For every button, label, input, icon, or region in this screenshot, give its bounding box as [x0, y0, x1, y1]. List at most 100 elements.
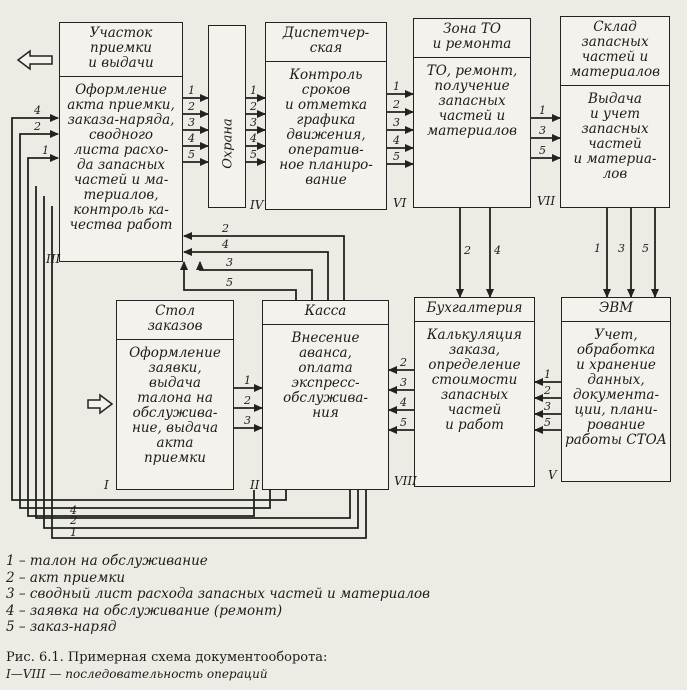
- dispatch-body: Контроль сроков и отметка графика движен…: [279, 67, 373, 188]
- num-bottom-1: 1: [70, 526, 77, 539]
- caption-title: Рис. 6.1. Примерная схема документооборо…: [6, 650, 328, 665]
- arrow-loop-2: [19, 130, 271, 509]
- num-rec-sec-4: 4: [188, 132, 195, 145]
- num-cash-rec-3: 3: [226, 256, 233, 269]
- legend-item-1: 1 – талон на обслуживание: [6, 553, 208, 569]
- num-disp-zone-4: 4: [393, 134, 400, 147]
- box-zone: Зона ТО и ремонта ТО, ремонт, получение …: [413, 18, 531, 208]
- num-disp-zone-2: 2: [393, 98, 400, 111]
- caption-subtitle: I—VIII — последовательность операций: [6, 667, 268, 681]
- num-comp-acc-1: 1: [544, 368, 551, 381]
- computer-body: Учет, обработка и хранение данных, докум…: [565, 327, 667, 448]
- num-acc-cash-4: 4: [400, 396, 407, 409]
- incoming-arrow-icon: [87, 393, 114, 415]
- num-wh-comp-1: 1: [594, 242, 601, 255]
- orders-title: Стол заказов: [117, 301, 233, 340]
- accounting-body: Калькуляция заказа, определение стоимост…: [427, 327, 522, 433]
- security-label: Охрана: [220, 118, 236, 169]
- num-sec-disp-3: 3: [250, 116, 257, 129]
- num-zone-wh-1: 1: [539, 104, 546, 117]
- num-comp-acc-3: 3: [544, 400, 551, 413]
- legend-item-3: 3 – сводный лист расхода запасных частей…: [6, 586, 431, 602]
- box-reception: Участок приемки и выдачи Оформление акта…: [59, 22, 183, 262]
- num-acc-cash-2: 2: [400, 356, 407, 369]
- num-sec-disp-1: 1: [250, 84, 257, 97]
- arrow-loop-1: [27, 154, 255, 517]
- step-orders: I: [104, 478, 109, 492]
- num-zone-wh-3: 3: [539, 124, 546, 137]
- figure-caption: Рис. 6.1. Примерная схема документооборо…: [6, 650, 327, 682]
- accounting-title: Бухгалтерия: [415, 298, 534, 322]
- box-warehouse: Склад запасных частей и материалов Выдач…: [560, 16, 670, 208]
- legend: 1 – талон на обслуживание 2 – акт приемк…: [6, 553, 430, 636]
- zone-body: ТО, ремонт, получение запасных частей и …: [426, 63, 518, 139]
- num-sec-disp-5: 5: [250, 148, 257, 161]
- num-bottom-2: 2: [70, 514, 77, 527]
- num-rec-sec-1: 1: [188, 84, 195, 97]
- num-wh-comp-5: 5: [642, 242, 649, 255]
- num-ord-cash-3: 3: [244, 414, 251, 427]
- num-zone-acc-4: 4: [494, 244, 501, 257]
- arrow-cash-rec-5: [180, 261, 297, 300]
- step-computer: V: [548, 468, 557, 482]
- num-loop-2: 2: [34, 120, 41, 133]
- legend-item-2: 2 – акт приемки: [6, 569, 126, 586]
- num-ord-cash-1: 1: [244, 374, 251, 387]
- num-zone-wh-5: 5: [539, 144, 546, 157]
- num-comp-acc-2: 2: [544, 384, 551, 397]
- num-disp-zone-5: 5: [393, 150, 400, 163]
- num-rec-sec-5: 5: [188, 148, 195, 161]
- num-disp-zone-3: 3: [393, 116, 400, 129]
- num-zone-acc-2: 2: [464, 244, 471, 257]
- box-dispatch: Диспетчер- ская Контроль сроков и отметк…: [265, 22, 387, 210]
- cashier-body: Внесение аванса, оплата экспресс- обслуж…: [283, 330, 368, 421]
- num-rec-sec-2: 2: [188, 100, 195, 113]
- dispatch-title: Диспетчер- ская: [266, 23, 386, 62]
- legend-item-4: 4 – заявка на обслуживание (ремонт): [6, 602, 283, 619]
- num-wh-comp-3: 3: [618, 242, 625, 255]
- num-cash-rec-4: 4: [222, 238, 229, 251]
- num-bottom-4: 4: [70, 504, 77, 517]
- num-sec-disp-2: 2: [250, 100, 257, 113]
- num-disp-zone-1: 1: [393, 80, 400, 93]
- warehouse-title: Склад запасных частей и материалов: [561, 17, 669, 86]
- computer-title: ЭВМ: [562, 298, 670, 322]
- arrow-bottom-1: [51, 206, 367, 539]
- box-computer: ЭВМ Учет, обработка и хранение данных, д…: [561, 297, 671, 482]
- step-security: IV: [250, 198, 264, 212]
- warehouse-body: Выдача и учет запасных частей и материа-…: [573, 91, 657, 182]
- step-dispatch: VI: [393, 196, 407, 210]
- reception-title: Участок приемки и выдачи: [60, 23, 182, 77]
- arrow-loop-4: [11, 114, 287, 501]
- legend-item-5: 5 – заказ-наряд: [6, 619, 117, 635]
- num-acc-cash-5: 5: [400, 416, 407, 429]
- arrow-cash-rec-2: [183, 232, 345, 300]
- arrow-cash-rec-3: [196, 261, 313, 300]
- step-reception: III: [46, 252, 61, 266]
- step-zone: VII: [537, 194, 556, 208]
- arrow-cash-rec-4: [183, 248, 329, 300]
- arrow-bottom-4: [35, 186, 351, 519]
- num-loop-1: 1: [42, 144, 49, 157]
- num-cash-rec-2: 2: [222, 222, 229, 235]
- num-loop-4: 4: [34, 104, 41, 117]
- step-cashier: II: [250, 478, 260, 492]
- box-accounting: Бухгалтерия Калькуляция заказа, определе…: [414, 297, 535, 487]
- orders-body: Оформление заявки, выдача талона на обсл…: [129, 345, 221, 466]
- num-sec-disp-4: 4: [250, 132, 257, 145]
- outgoing-arrow-icon: [16, 49, 53, 71]
- step-accounting: VIII: [394, 474, 417, 488]
- box-orders: Стол заказов Оформление заявки, выдача т…: [116, 300, 234, 490]
- zone-title: Зона ТО и ремонта: [414, 19, 530, 58]
- num-rec-sec-3: 3: [188, 116, 195, 129]
- num-comp-acc-5: 5: [544, 416, 551, 429]
- reception-body: Оформление акта приемки, заказа-наряда, …: [67, 82, 175, 233]
- num-ord-cash-2: 2: [244, 394, 251, 407]
- box-security: Охрана: [208, 25, 246, 208]
- num-cash-rec-5: 5: [226, 276, 233, 289]
- arrow-bottom-2: [43, 196, 359, 529]
- cashier-title: Касса: [263, 301, 388, 325]
- box-cashier: Касса Внесение аванса, оплата экспресс- …: [262, 300, 389, 490]
- num-acc-cash-3: 3: [400, 376, 407, 389]
